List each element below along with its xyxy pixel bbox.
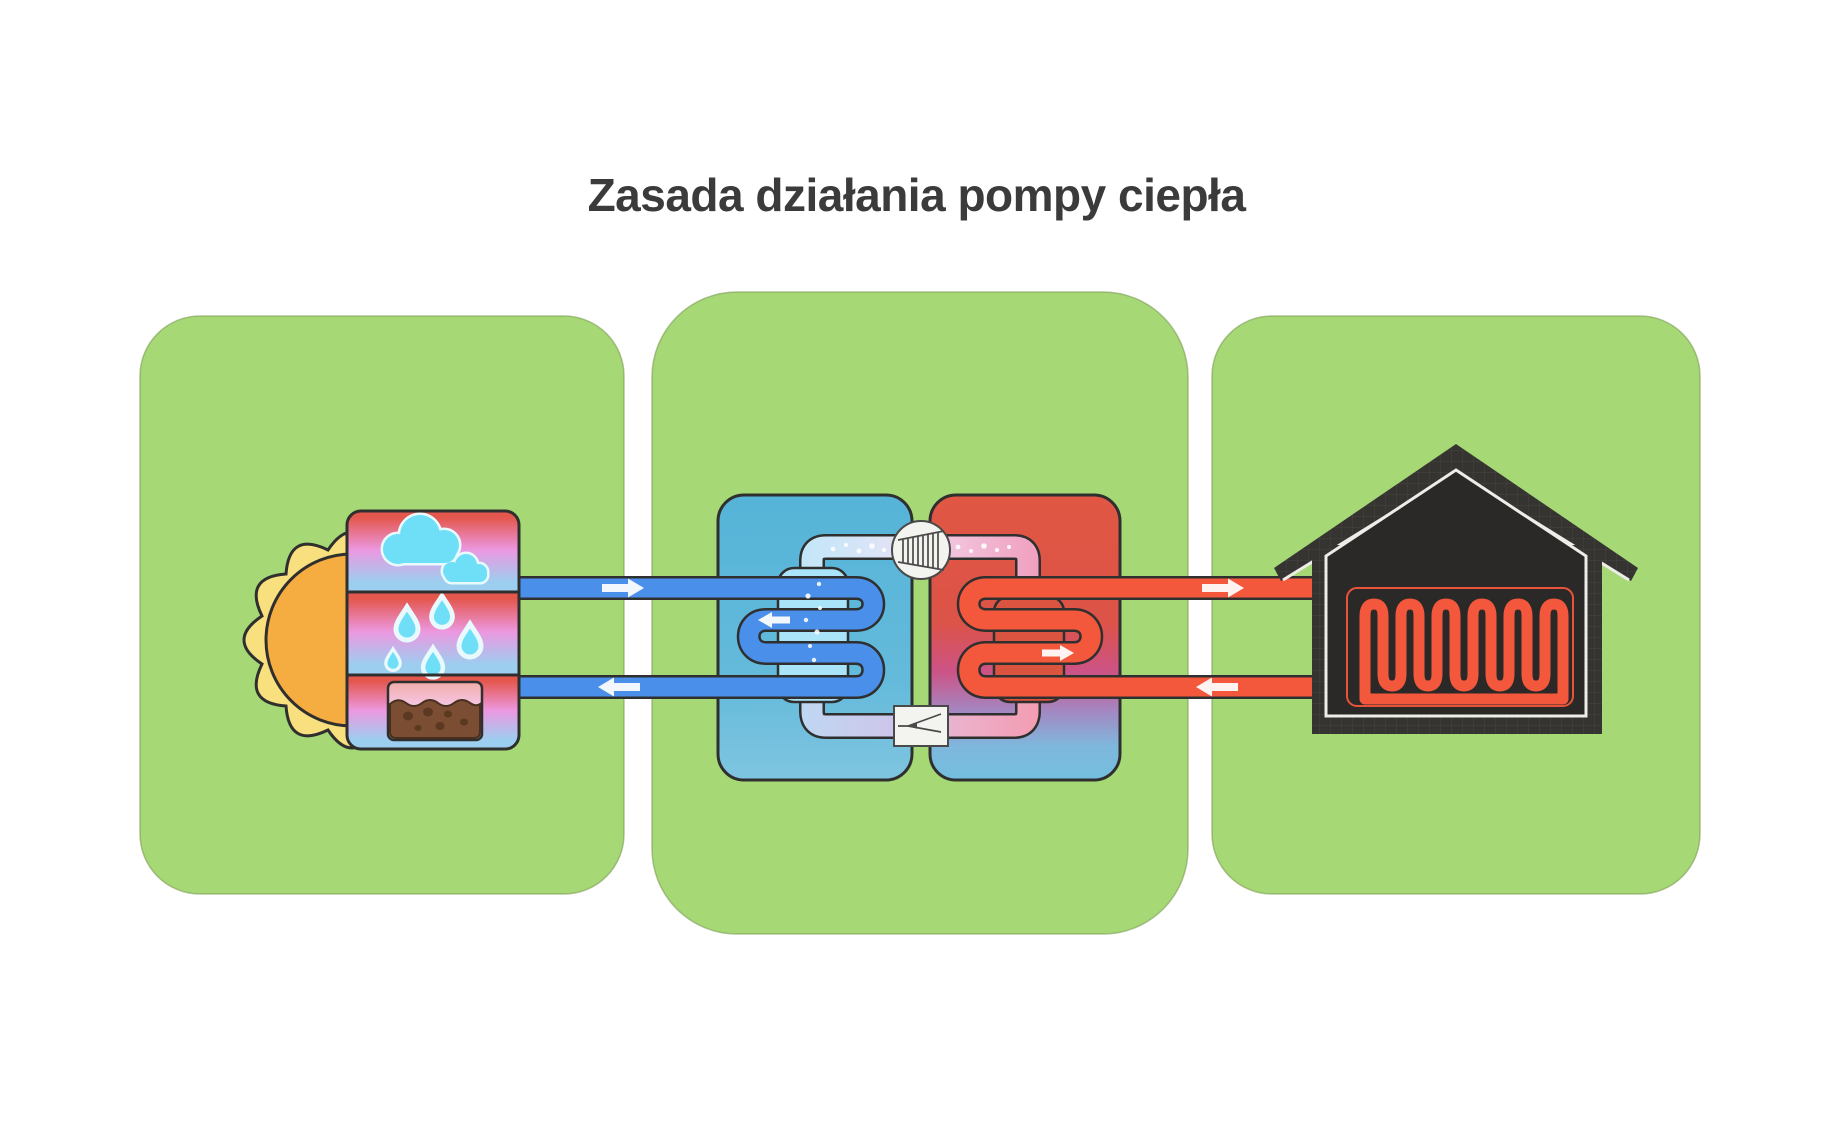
rain-drops-icon — [384, 591, 484, 680]
diagram-title: Zasada działania pompy ciepła — [587, 169, 1246, 221]
compressor-icon — [891, 520, 951, 580]
flow-arrow-left-icon — [1196, 677, 1238, 697]
cold-source-pipe — [505, 576, 886, 699]
evaporator-tank — [776, 566, 850, 704]
soil-icon — [386, 680, 484, 742]
flow-arrow-right-icon — [1042, 645, 1074, 661]
house-icon — [1274, 444, 1638, 734]
floor-heating-coil-icon — [1346, 587, 1574, 707]
vapor-dots — [803, 543, 1011, 663]
house-interior — [1324, 468, 1588, 718]
heat-sources-panel — [345, 509, 521, 751]
expansion-valve-icon — [893, 705, 949, 747]
flow-arrow-left-icon — [598, 677, 640, 697]
flow-arrow-right-icon — [602, 578, 644, 598]
hot-heating-pipe — [956, 576, 1318, 699]
flow-arrow-right-icon — [1202, 578, 1244, 598]
flow-arrows — [598, 578, 1244, 697]
flow-arrow-left-icon — [758, 612, 790, 628]
cloud-icon — [380, 512, 490, 585]
